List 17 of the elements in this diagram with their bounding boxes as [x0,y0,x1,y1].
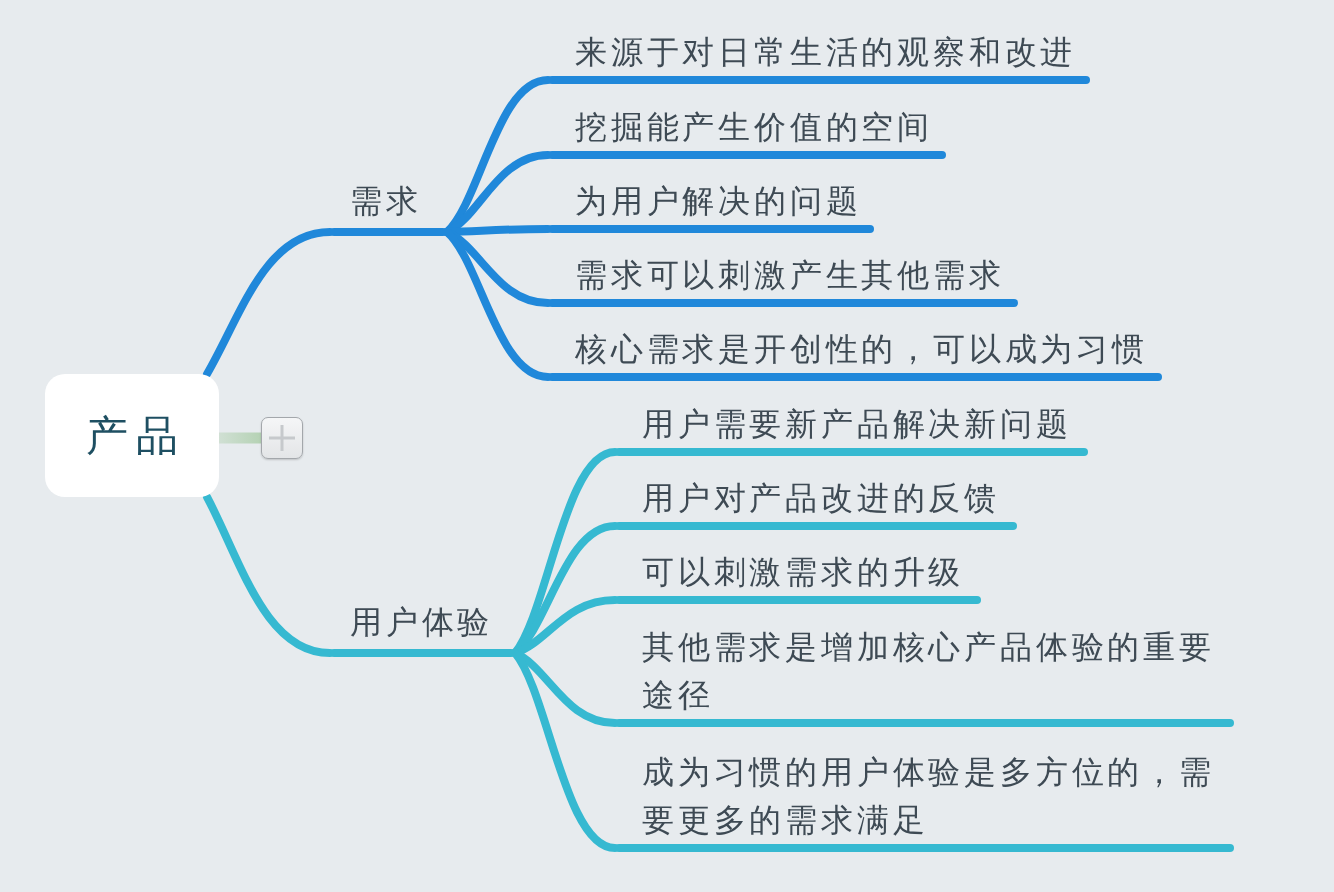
subtopic: 其他需求是增加核心产品体验的重要途径 [615,623,1234,727]
subtopic: 核心需求是开创性的，可以成为习惯 [548,325,1162,381]
subtopic: 成为习惯的用户体验是多方位的，需要更多的需求满足 [615,748,1234,852]
expand-button [261,417,303,459]
topic-box: 产品 [45,374,219,497]
subtopic: 来源于对日常生活的观察和改进 [548,28,1090,84]
subtopic: 为用户解决的问题 [548,177,874,233]
subtopic: 可以刺激需求的升级 [615,548,981,604]
connector [203,228,334,378]
connector [203,493,334,657]
branch-topic: 需求 [330,177,447,236]
subtopic: 挖掘能产生价值的空间 [548,103,946,159]
branch-topic: 用户体验 [330,598,515,657]
connector [219,432,261,444]
subtopic: 用户对产品改进的反馈 [615,474,1017,530]
subtopic: 用户需要新产品解决新问题 [615,400,1088,456]
subtopic: 需求可以刺激产生其他需求 [548,251,1018,307]
